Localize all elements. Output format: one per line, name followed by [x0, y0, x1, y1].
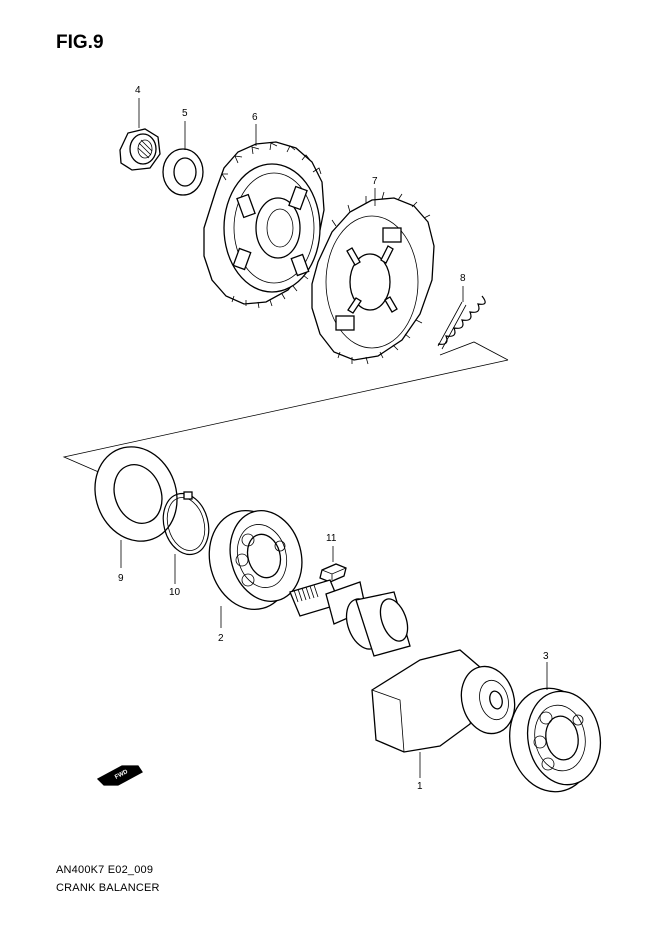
part-6-gear[interactable]: [203, 141, 325, 309]
part-7-gear[interactable]: [311, 191, 435, 365]
callout-3: 3: [543, 651, 549, 662]
forward-arrow-icon: FWD: [96, 765, 143, 786]
part-10-circlip[interactable]: [157, 488, 216, 559]
part-8-spring[interactable]: [437, 295, 486, 350]
callout-9: 9: [118, 573, 124, 584]
part-4-nut[interactable]: [119, 128, 161, 171]
callout-11: 11: [326, 533, 337, 544]
part-1-balancer-shaft[interactable]: [289, 579, 522, 753]
part-5-washer[interactable]: [162, 148, 204, 196]
part-11-key[interactable]: [319, 563, 347, 583]
callout-8: 8: [460, 273, 466, 284]
part-3-bearing[interactable]: [502, 681, 608, 798]
callout-5: 5: [182, 108, 188, 119]
callout-4: 4: [135, 85, 141, 96]
assembly-line: [439, 341, 509, 361]
callout-1: 1: [417, 781, 423, 792]
figure-name: CRANK BALANCER: [56, 882, 160, 894]
callout-6: 6: [252, 112, 258, 123]
part-9-washer[interactable]: [82, 435, 190, 553]
figure-code: AN400K7 E02_009: [56, 864, 154, 876]
part-2-bearing[interactable]: [198, 501, 311, 618]
callout-2: 2: [218, 633, 224, 644]
figure-title: FIG.9: [56, 32, 104, 53]
callout-10: 10: [169, 587, 181, 598]
callout-7: 7: [372, 176, 378, 187]
